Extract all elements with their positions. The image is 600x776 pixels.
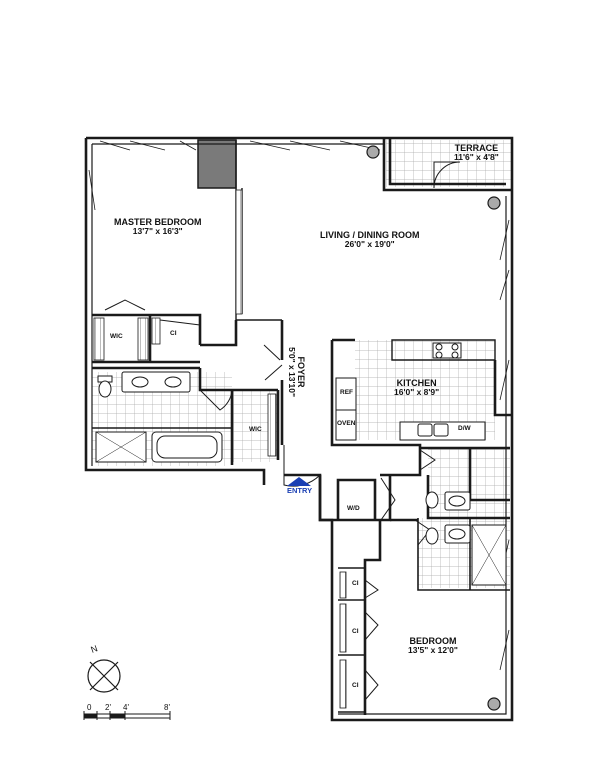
kitchen-label: KITCHEN 16'0" x 8'9": [394, 378, 439, 398]
living-dining-name: LIVING / DINING ROOM: [320, 230, 420, 240]
wic-label-master: WIC: [110, 333, 123, 340]
kitchen-fixtures: [335, 342, 486, 441]
windows: [88, 140, 510, 671]
terrace-dims: 11'6" x 4'8": [454, 152, 499, 163]
scale-tick-4: 4': [123, 703, 129, 712]
foyer-name: FOYER: [296, 356, 307, 388]
scale-tick-0: 0: [87, 703, 92, 712]
kitchen-name: KITCHEN: [396, 378, 437, 388]
walls: [84, 136, 514, 722]
foyer-dims: 5'0" x 13'10": [286, 347, 297, 398]
scale-tick-8: 8': [164, 703, 170, 712]
oven-label: OVEN: [337, 420, 356, 427]
columns: [366, 145, 501, 711]
bedroom-name: BEDROOM: [409, 636, 457, 646]
dishwasher-label: D/W: [458, 425, 471, 432]
master-bedroom-label: MASTER BEDROOM 13'7" x 16'3": [114, 217, 202, 237]
closet-label-3: CI: [352, 682, 359, 689]
kitchen-dims: 16'0" x 8'9": [394, 387, 440, 398]
scale-bar: [83, 711, 171, 720]
bedroom-dims: 13'5" x 12'0": [408, 645, 458, 656]
scale-tick-2: 2': [105, 703, 111, 712]
master-bedroom-dims: 13'7" x 16'3": [132, 226, 183, 237]
foyer-label: FOYER 5'0" x 13'10": [286, 347, 306, 397]
refrigerator-label: REF: [340, 389, 353, 396]
living-dining-dims: 26'0" x 19'0": [344, 239, 395, 250]
mechanical-shaft: [197, 139, 237, 189]
closet-label-1: CI: [352, 580, 359, 587]
compass-icon: [87, 659, 121, 693]
entry-arrow-icon: [287, 477, 311, 486]
wic-label-foyer: WIC: [249, 426, 262, 433]
terrace-name: TERRACE: [454, 143, 499, 153]
closet-label-2: CI: [352, 628, 359, 635]
washer-dryer-label: W/D: [347, 505, 360, 512]
living-dining-label: LIVING / DINING ROOM 26'0" x 19'0": [320, 230, 420, 250]
closet-shelving: [93, 189, 347, 709]
entry-label: ENTRY: [287, 486, 313, 495]
bedroom-label: BEDROOM 13'5" x 12'0": [408, 636, 458, 656]
bath-fixtures: [95, 371, 507, 586]
terrace-label: TERRACE 11'6" x 4'8": [454, 143, 499, 163]
master-bedroom-name: MASTER BEDROOM: [114, 217, 202, 227]
closet-label-master: CI: [170, 330, 177, 337]
